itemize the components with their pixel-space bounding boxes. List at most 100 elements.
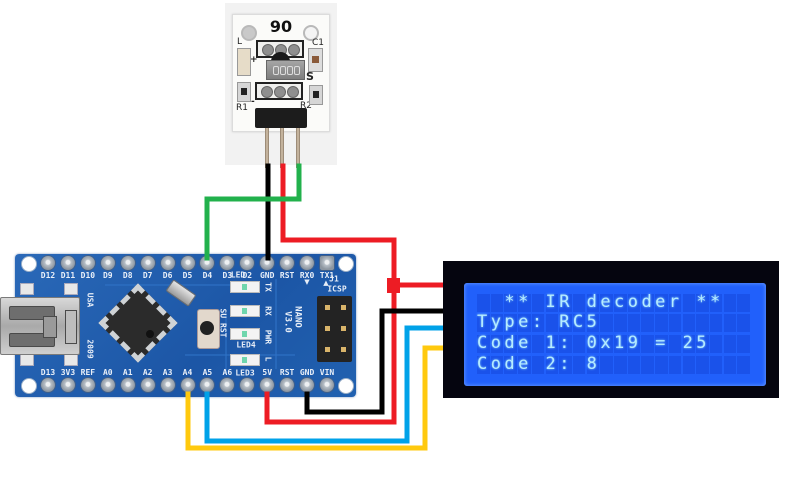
top-pin-label: RST [279,271,295,280]
bottom-pin-label: A1 [122,368,133,377]
ir-resistor-r2 [309,85,323,105]
top-pin [120,256,135,270]
lcd-cell [614,334,627,353]
ir-indicator-led [237,48,251,76]
bottom-pin [140,378,155,392]
bottom-pin-label: A2 [142,368,153,377]
bottom-pin [100,378,115,392]
lcd-cell [504,313,517,332]
lcd-cell [737,293,750,312]
chip-pin1-marker [146,330,154,338]
lcd-cell [682,313,696,332]
bottom-pin-label: VIN [319,368,335,377]
bottom-pin-label: A5 [202,368,213,377]
lcd-cell [655,334,668,353]
silk-icsp: ICSP [327,284,347,294]
lcd-cell [723,334,737,353]
lcd-cell [682,355,696,374]
bottom-pin [80,378,95,392]
lcd-cell [504,334,517,353]
ir-label-minus: - [251,97,255,107]
bottom-pin [280,378,295,392]
lcd-cell [531,293,545,312]
lcd-cell [709,313,723,332]
top-pin [260,256,275,270]
usb-solder-pad [20,283,34,295]
bottom-pin [240,378,255,392]
lcd-row-3: Code 1: 0x19 = 25 [477,333,710,353]
lcd-cell [572,313,586,332]
silk-led4: LED4 [236,340,256,350]
ir-label-r2: R2 [300,101,312,111]
top-pin-label: D2 [242,271,253,280]
lcd-cell [490,334,504,353]
bottom-pin [200,378,215,392]
top-pin-label: D11 [60,271,76,280]
lcd-cell [531,355,545,374]
top-pin [80,256,95,270]
top-pin [41,256,55,270]
tx-arrow-icon: ▲ [323,278,329,289]
lcd-row-1: ** IR decoder ** [477,292,724,312]
silk-led3: LED3 [235,368,255,378]
lcd-cell [518,293,531,312]
bottom-pin-label: A0 [102,368,113,377]
lcd-cell [737,334,750,353]
lcd-cell [696,334,709,353]
lcd-cell [614,293,627,312]
lcd-cell [668,293,682,312]
lcd-cell [504,355,517,374]
ir-receiver-body [266,60,305,80]
silk-j1: J1 [329,274,339,284]
lcd-cell [723,293,737,312]
lcd-cell [586,293,600,312]
bottom-pin-label: RST [279,368,295,377]
lcd-cell [627,355,641,374]
top-pin [140,256,155,270]
top-pin [320,256,335,270]
lcd-cell [737,313,750,332]
lcd-cell [614,313,627,332]
lcd-cell [737,355,750,374]
led-pwr [230,328,260,340]
lcd-cell [572,355,586,374]
bottom-pin-label: REF [80,368,96,377]
mounting-hole [21,378,37,394]
lcd-cell [600,313,613,332]
lcd-cell [545,293,559,312]
lcd-cell [641,334,654,353]
bottom-pin [120,378,135,392]
lcd-row-2: Type: RC5 [477,312,601,332]
bottom-pin-label: D13 [40,368,56,377]
bottom-pin-label: A4 [182,368,193,377]
lcd-cell [627,293,641,312]
mini-usb-connector [0,297,80,355]
ir-label-capacitor: C1 [312,38,325,48]
lcd-cell [655,313,668,332]
lcd-cell [655,293,668,312]
silk-led-top: LED [230,270,246,280]
wire-ir-signal [204,163,302,261]
top-pin-label: RX0 [299,271,315,280]
lcd-cell [696,293,709,312]
bottom-pin [160,378,175,392]
lcd-cell [709,334,723,353]
lcd-cell [572,293,586,312]
top-pin [220,256,235,270]
top-pin-label: D12 [40,271,56,280]
bottom-pin [60,378,75,392]
mounting-hole [21,256,37,272]
lcd-cell [477,313,490,332]
rx-arrow-icon: ▼ [304,277,310,288]
lcd-cell [641,313,654,332]
top-pin-label: GND [259,271,275,280]
led-rx [230,305,260,317]
lcd-cell [682,293,696,312]
ir-pad-group-bottom [255,82,303,100]
mounting-hole [338,378,354,394]
lcd-cell [586,355,600,374]
lcd-cell [545,334,559,353]
reset-button-cap [200,321,214,335]
